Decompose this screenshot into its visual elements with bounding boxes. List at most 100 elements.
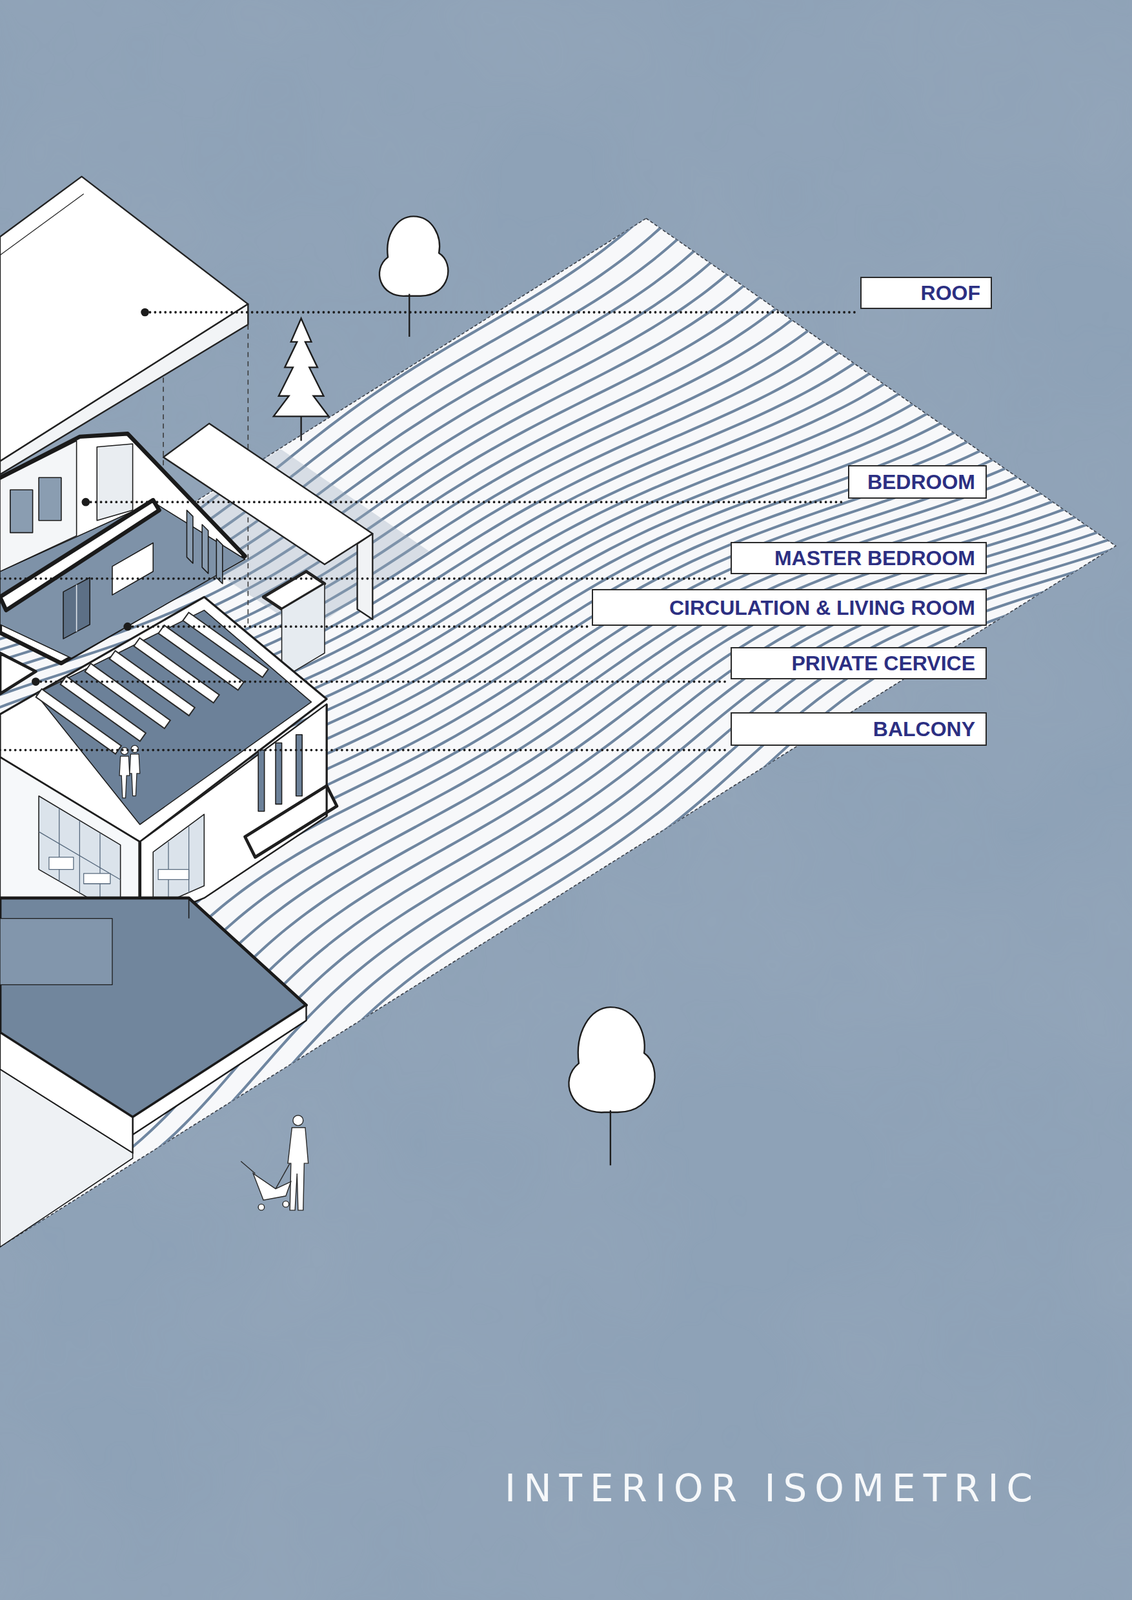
pool-courtyard (0, 919, 113, 986)
beam (91, 670, 164, 722)
contour-line (0, 473, 1118, 1426)
tree (568, 1007, 655, 1166)
person-with-stroller (240, 1115, 308, 1211)
drawing (0, 161, 1132, 1501)
person-figure (129, 754, 141, 797)
leader-line (85, 500, 844, 504)
projection-line (162, 377, 164, 470)
pool-courtyard (0, 898, 307, 1248)
living-level (79, 820, 81, 895)
beam (165, 632, 237, 684)
living-level (296, 735, 303, 797)
room-label: ROOF (920, 282, 981, 304)
pool-courtyard (188, 898, 190, 920)
contour-line (0, 255, 806, 1250)
pergola-beams (42, 619, 261, 748)
person-with-stroller (275, 1163, 290, 1190)
label-box: MASTER BEDROOM (730, 542, 987, 575)
person-figure (119, 756, 130, 799)
leader-dot (81, 498, 91, 507)
person-with-stroller (258, 1204, 264, 1211)
living-level (0, 653, 36, 694)
contour-line (0, 335, 920, 1314)
living-level (158, 826, 189, 903)
bedroom-level (63, 577, 90, 639)
person-with-stroller (282, 1201, 289, 1208)
contour-line (0, 324, 905, 1305)
terrace-block (357, 533, 374, 620)
label-box: BALCONY (730, 712, 987, 747)
contour-line (0, 267, 823, 1260)
bedroom-level (202, 524, 208, 574)
sheet-title: INTERIOR ISOMETRIC (504, 1470, 1041, 1508)
bedroom-level (112, 542, 153, 596)
tree (408, 294, 410, 337)
contour-line (0, 514, 1132, 1466)
site-plane (0, 161, 1132, 1501)
leader-line (0, 749, 727, 752)
roof-volume (0, 194, 84, 256)
pool-courtyard (132, 1005, 307, 1136)
contour-line (0, 522, 1132, 1475)
tree (379, 216, 448, 337)
bedroom-level (216, 538, 223, 585)
bedroom-level (96, 444, 133, 521)
contour-line (0, 498, 1132, 1450)
living-level (83, 873, 111, 885)
living-level (245, 786, 337, 858)
living-level (38, 808, 121, 907)
leader-dot (140, 308, 150, 317)
living-level (49, 857, 74, 870)
leader-dot (31, 677, 41, 687)
bedroom-level (186, 510, 193, 564)
contour-line (0, 427, 1053, 1386)
contour-line (0, 446, 1080, 1402)
pine-tree (273, 318, 329, 417)
contour-line (0, 367, 967, 1338)
contour-line (0, 302, 872, 1287)
room-label: PRIVATE CERVICE (791, 653, 976, 674)
contour-line (0, 464, 1105, 1418)
contour-line (0, 529, 1132, 1484)
pool-courtyard (0, 1070, 133, 1248)
label-box: PRIVATE CERVICE (730, 647, 987, 680)
room-label: MASTER BEDROOM (774, 547, 976, 569)
living-level (38, 831, 121, 880)
person-with-stroller (293, 1115, 304, 1127)
contour-line (0, 505, 1132, 1458)
contour-lines (0, 161, 1132, 1501)
bedroom-level (0, 440, 77, 572)
room-label: BEDROOM (867, 471, 976, 493)
living-level (152, 814, 204, 909)
person-with-stroller (287, 1128, 309, 1211)
contour-line (0, 418, 1040, 1378)
contour-line (0, 455, 1092, 1410)
label-box: BEDROOM (848, 465, 987, 499)
living-level (258, 750, 264, 812)
room-label: BALCONY (873, 718, 976, 740)
tree (568, 1007, 655, 1113)
bedroom-level (38, 477, 62, 521)
beam (140, 645, 213, 697)
contour-line (0, 481, 1130, 1433)
living-level (158, 869, 189, 881)
living-level (325, 704, 328, 817)
living-level (58, 808, 60, 883)
leader-line (127, 625, 588, 628)
beam (116, 657, 188, 709)
person-figure (119, 745, 141, 798)
contour-line (0, 388, 997, 1355)
contour-line (0, 537, 1132, 1492)
living-level (99, 833, 101, 907)
contour-line (0, 545, 1132, 1501)
contour-line (0, 398, 1011, 1363)
leader-line (35, 680, 727, 684)
pine-tree (273, 318, 329, 441)
tree (379, 216, 448, 297)
living-level (275, 742, 282, 805)
pine-tree (300, 416, 302, 441)
leader-dot (123, 622, 132, 632)
person-with-stroller (252, 1173, 292, 1201)
